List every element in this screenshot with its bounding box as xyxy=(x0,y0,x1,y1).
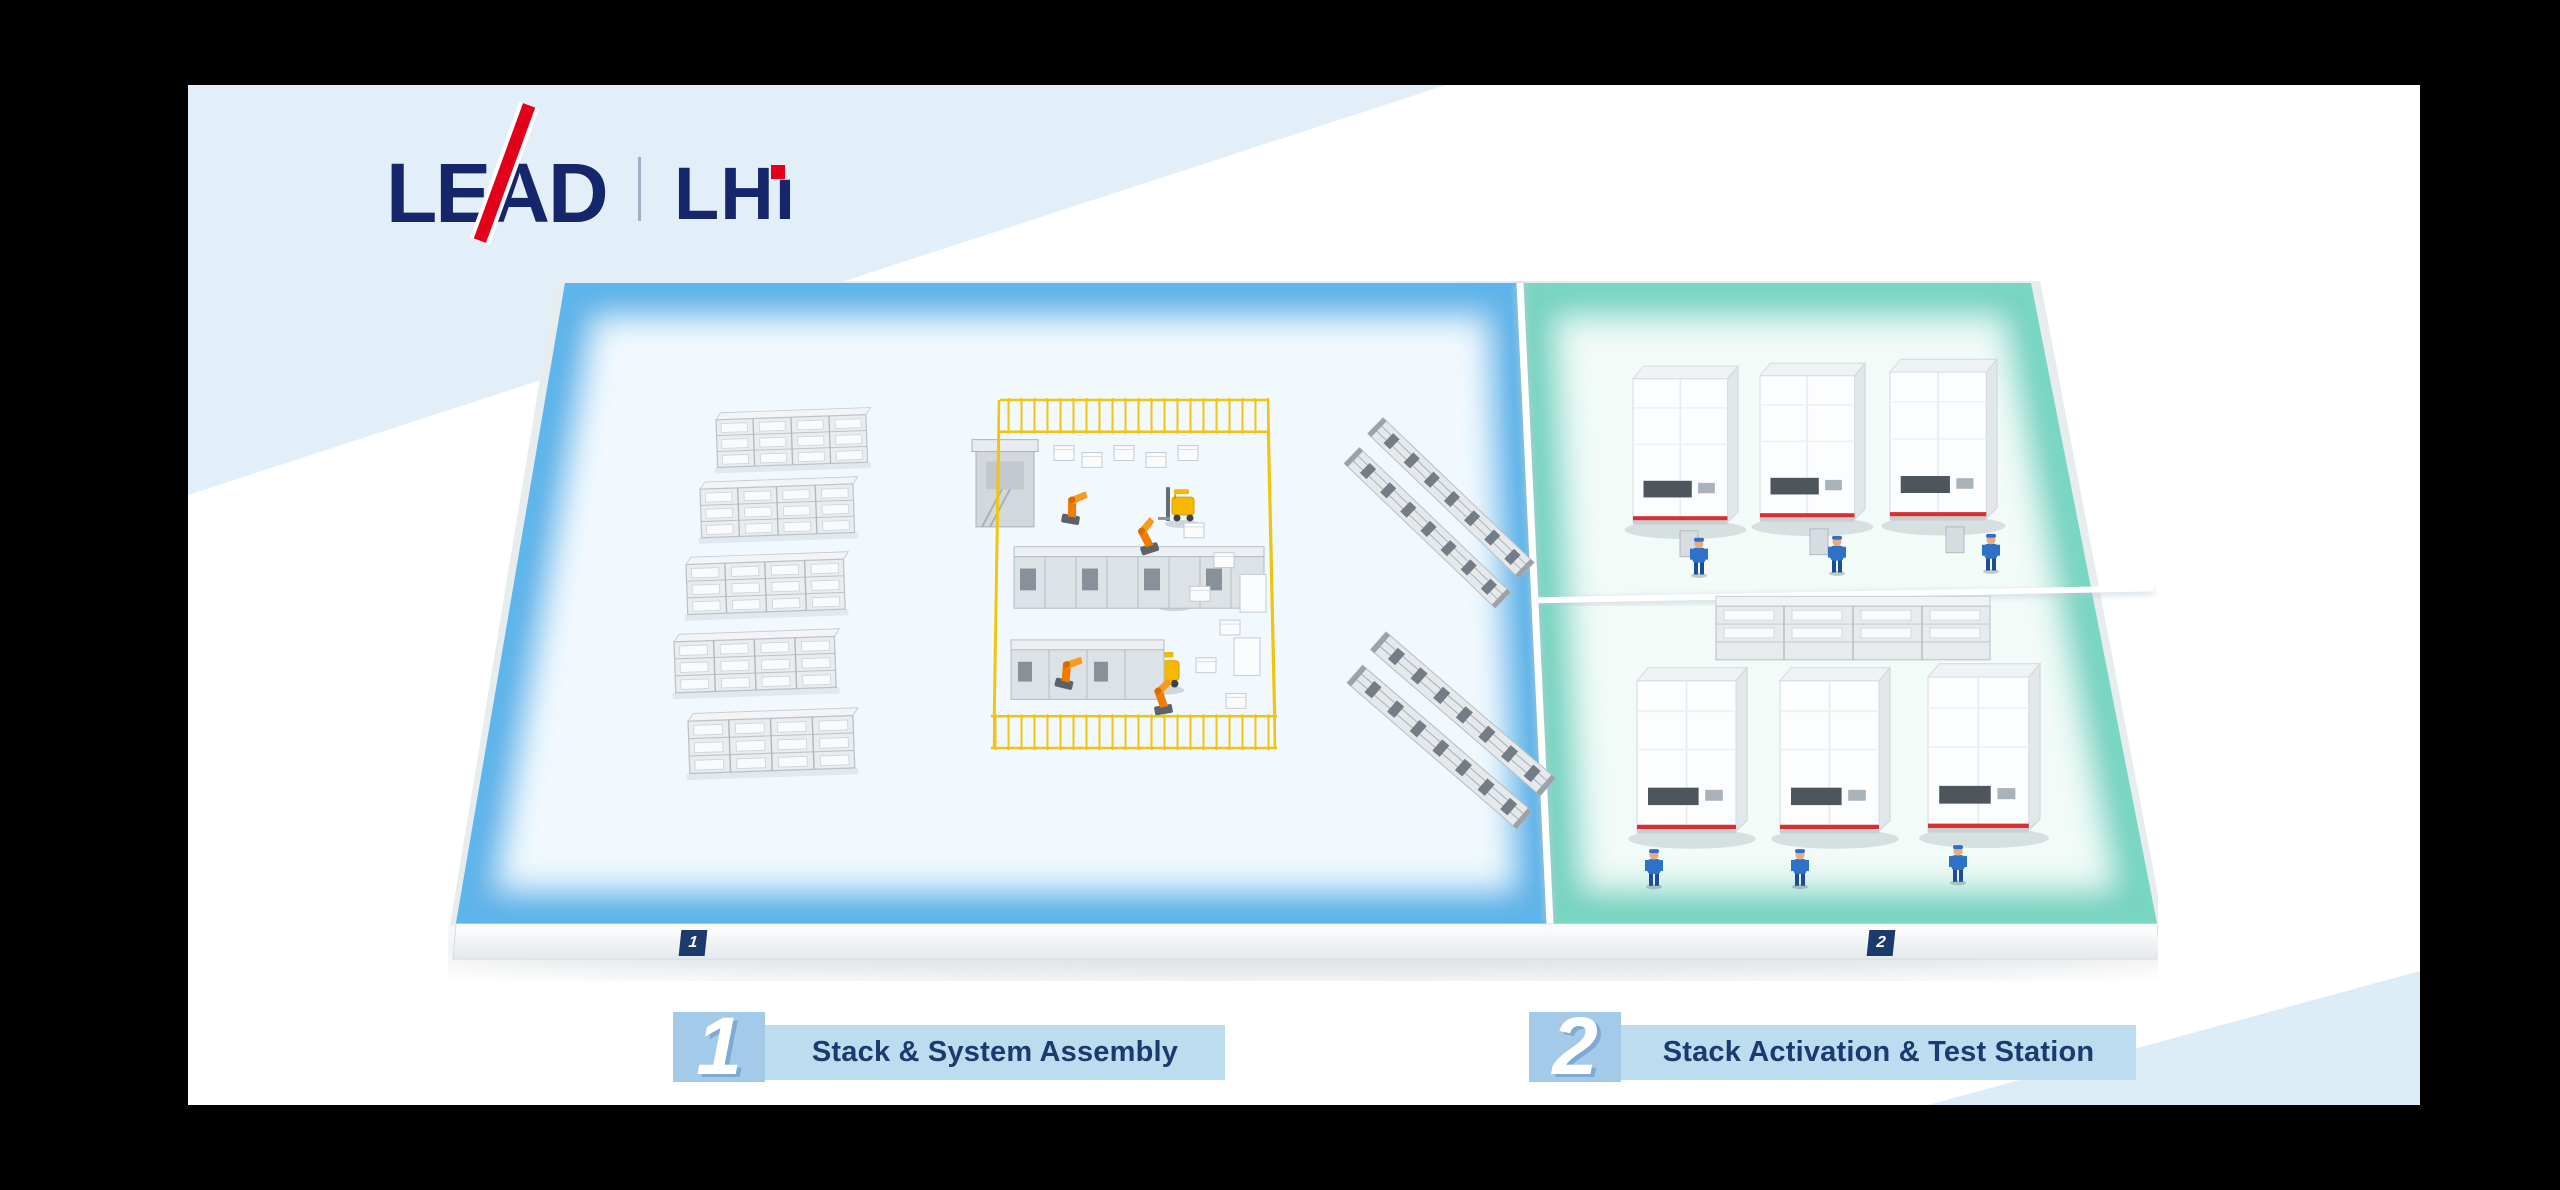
test-cabinets-top-row xyxy=(1623,358,2007,558)
lhi-logo: LHı xyxy=(674,157,796,231)
legend-item-test-station: 2 Stack Activation & Test Station xyxy=(1529,1006,2136,1088)
zone-divider-wall xyxy=(1513,282,1557,924)
brand-lockup: LEAD LHı xyxy=(386,103,866,249)
floor-marker-zone2: 2 xyxy=(1866,930,1896,956)
slide: LEAD LHı xyxy=(188,85,2420,1105)
floor-marker-zone1: 1 xyxy=(678,930,708,956)
buffer-storage-rack xyxy=(1715,595,1991,661)
lhi-logo-text: LH xyxy=(674,152,775,235)
legend-item-assembly: 1 Stack & System Assembly xyxy=(673,1006,1225,1088)
robotic-assembly-cell xyxy=(971,397,1277,750)
legend-number-1: 1 xyxy=(673,1006,765,1088)
zone-assembly-area xyxy=(456,282,1550,924)
lhi-logo-i-dot xyxy=(771,165,785,179)
pallet-stacks xyxy=(1183,522,1267,709)
assembly-machines-2 xyxy=(1010,639,1165,700)
legend-label-assembly: Stack & System Assembly xyxy=(765,1025,1225,1080)
legend-number-2: 2 xyxy=(1529,1006,1621,1088)
gantry-platform xyxy=(971,439,1039,528)
safety-fence xyxy=(991,397,1277,750)
brand-divider-line xyxy=(638,157,641,221)
factory-floorplan-illustration xyxy=(448,281,2158,978)
test-cabinets-bottom-row xyxy=(1627,662,2050,850)
legend-label-test-station: Stack Activation & Test Station xyxy=(1621,1025,2136,1080)
